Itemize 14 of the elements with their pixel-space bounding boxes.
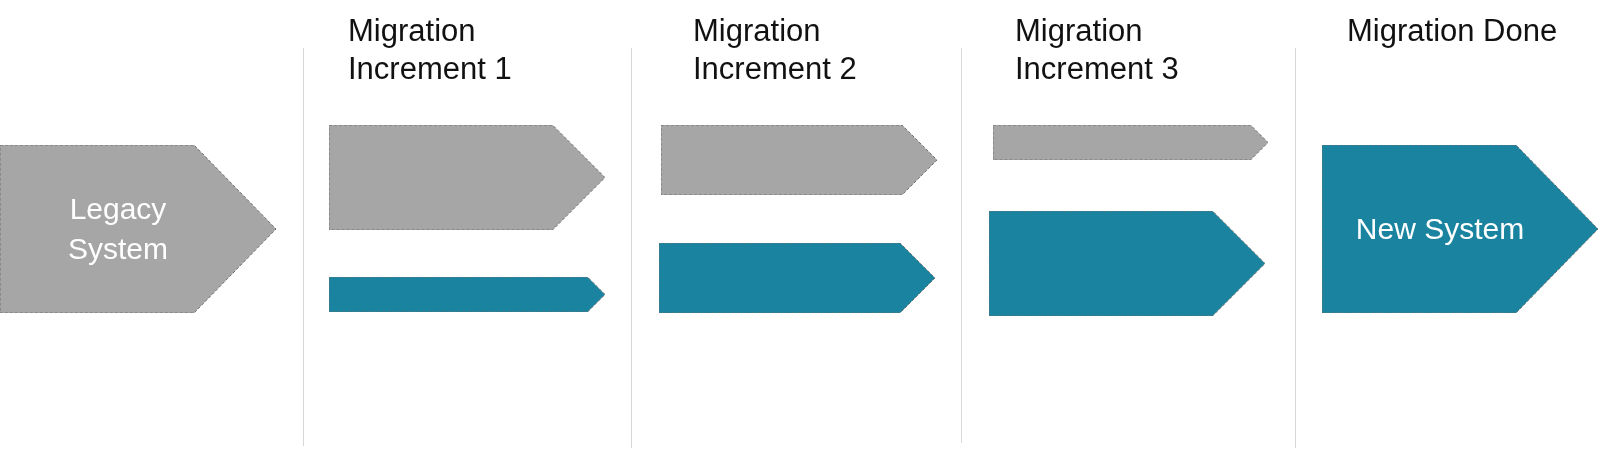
arrow-block (1322, 145, 1598, 313)
column-heading: Migration Increment 2 (693, 12, 858, 88)
column-heading: Migration Increment 3 (1015, 12, 1180, 88)
arrow-block (329, 277, 605, 312)
arrow-block (0, 145, 276, 313)
arrow-block (989, 211, 1265, 316)
arrow-block (993, 125, 1268, 160)
block-label: Legacy System (67, 191, 169, 267)
arrow-block (661, 125, 937, 195)
block-label: New System (1355, 211, 1525, 247)
column-heading: Migration Done (1347, 12, 1559, 50)
arrow-block (659, 243, 935, 313)
column-heading: Migration Increment 1 (348, 12, 513, 88)
arrow-block (329, 125, 605, 230)
